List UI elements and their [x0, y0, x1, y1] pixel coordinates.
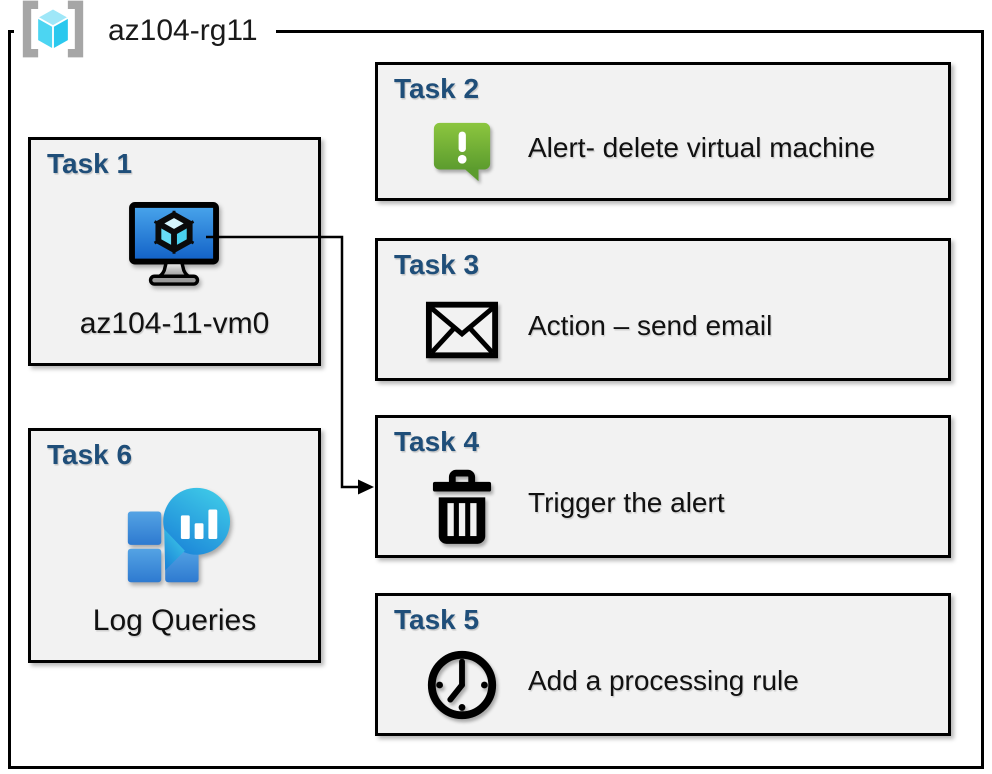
task-3-label: Action – send email [528, 309, 773, 341]
virtual-machine-icon [31, 180, 318, 307]
task-3-title: Task 3 [394, 249, 480, 280]
task-1-title: Task 1 [47, 148, 133, 179]
resource-group-header: az104-rg11 [14, 0, 276, 63]
task-4-box: Task 4 Trigger the alert [375, 415, 951, 558]
alert-message-icon [422, 118, 502, 186]
task-3-row: Action – send email [378, 281, 948, 378]
task-6-title: Task 6 [47, 439, 133, 470]
task-5-label: Add a processing rule [528, 664, 799, 696]
task-2-box: Task 2 Alert- delete virtual machine [375, 62, 951, 201]
task-1-label: az104-11-vm0 [79, 307, 270, 340]
clock-icon [422, 647, 502, 723]
resource-group-icon [14, 0, 92, 63]
task-4-title: Task 4 [394, 426, 480, 457]
task-5-box: Task 5 Add a processing rule [375, 593, 951, 736]
task-4-label: Trigger the alert [528, 486, 725, 518]
task-6-box: Task 6 Log Q [28, 428, 321, 663]
task-3-box: Task 3 Action – send email [375, 238, 951, 381]
task-2-title: Task 2 [394, 73, 480, 104]
resource-group-label: az104-rg11 [108, 14, 258, 47]
email-envelope-icon [422, 300, 502, 360]
task-6-label: Log Queries [92, 604, 257, 637]
task-5-title: Task 5 [394, 604, 480, 635]
trash-delete-icon [422, 469, 502, 545]
task-4-row: Trigger the alert [378, 458, 948, 555]
task-2-label: Alert- delete virtual machine [528, 131, 876, 163]
task-1-box: Task 1 [28, 137, 321, 366]
log-queries-icon [31, 471, 318, 604]
task-2-row: Alert- delete virtual machine [378, 105, 948, 198]
task-5-row: Add a processing rule [378, 636, 948, 733]
